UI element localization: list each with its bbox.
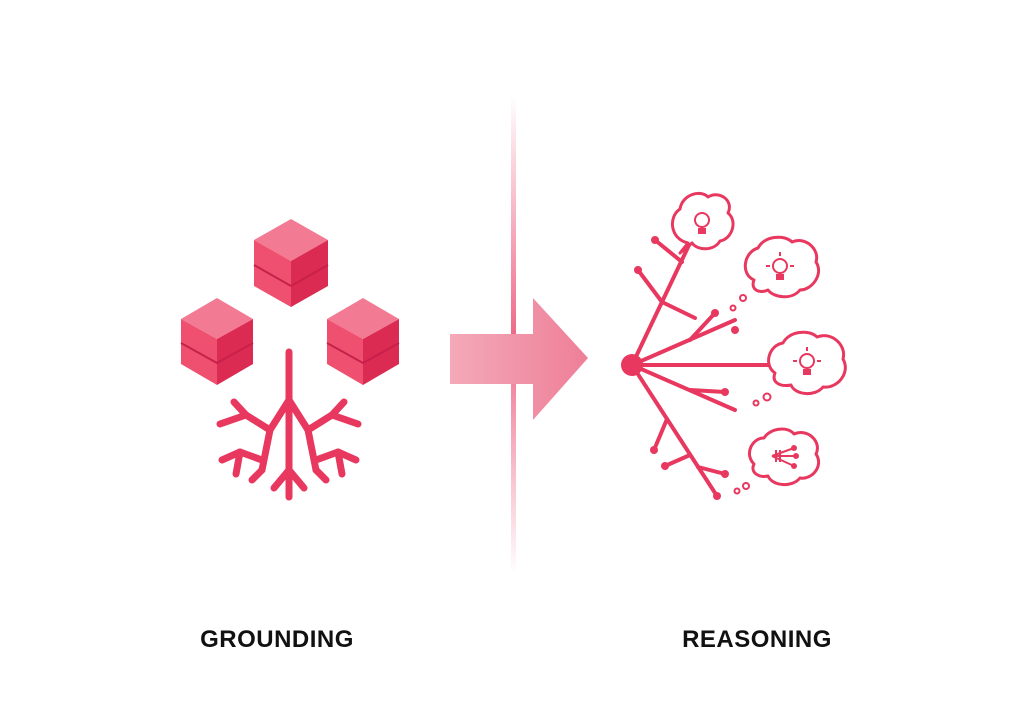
lightbulb-icon [743, 235, 821, 299]
reasoning-label: REASONING [682, 626, 832, 653]
cube-icon [326, 298, 400, 385]
roots-icon [216, 348, 362, 501]
lightbulb-icon [671, 192, 735, 255]
branch-nodes [621, 236, 739, 500]
cube-icon [253, 219, 329, 307]
branch-network-icon [748, 427, 821, 486]
lightbulb-icon [767, 330, 847, 395]
cube-icon [180, 298, 254, 385]
arrow-right-icon [450, 298, 588, 420]
grounding-label: GROUNDING [200, 626, 354, 653]
